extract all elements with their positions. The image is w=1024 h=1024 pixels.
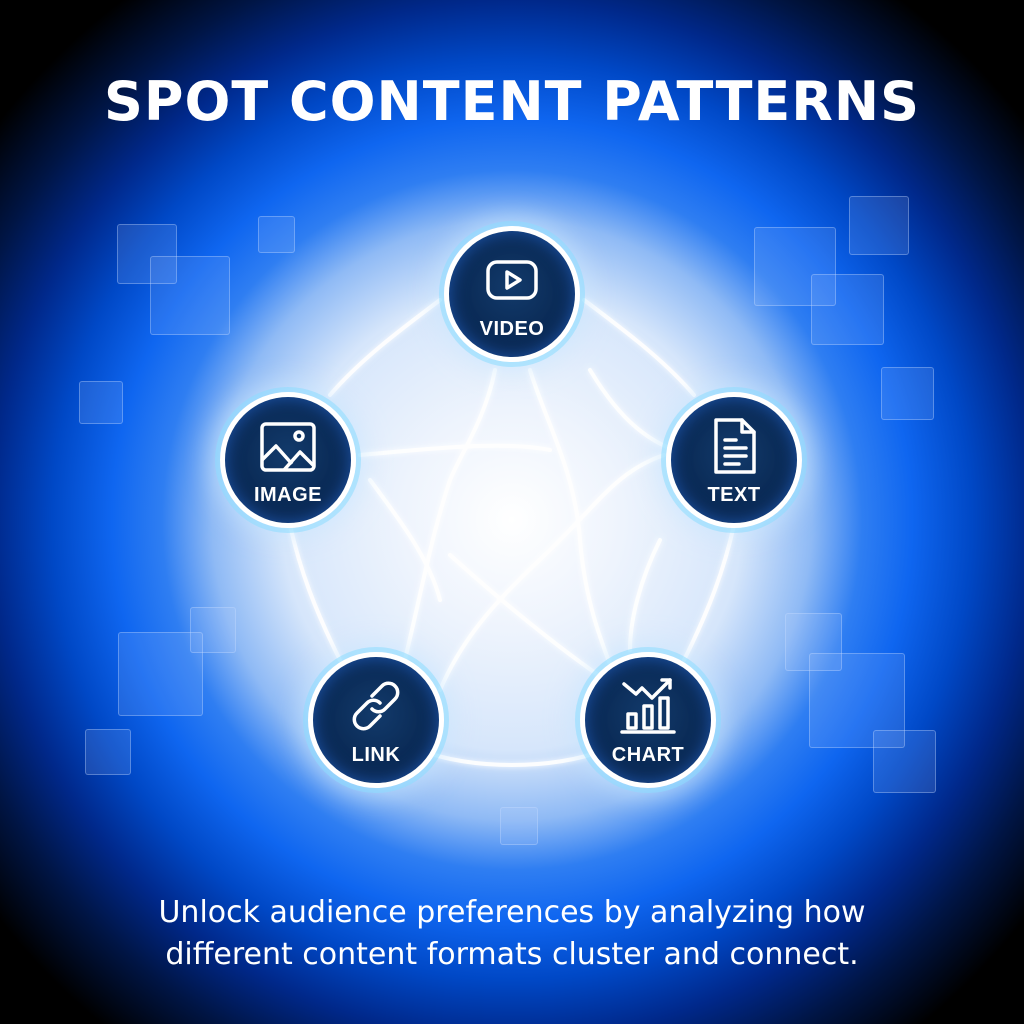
caption-line-1: Unlock audience preferences by analyzing… xyxy=(158,895,866,930)
page-title: SPOT CONTENT PATTERNS xyxy=(104,70,920,133)
node-label-text: TEXT xyxy=(707,483,761,506)
decor-square xyxy=(85,729,131,775)
decor-square xyxy=(881,367,934,420)
image-landscape-icon xyxy=(260,421,316,472)
decor-square xyxy=(500,807,538,845)
decor-square xyxy=(809,653,905,748)
decor-square xyxy=(754,227,836,306)
bar-chart-trend-icon xyxy=(620,677,676,734)
node-text[interactable]: TEXT xyxy=(666,392,802,528)
decor-square xyxy=(150,256,230,335)
decor-square xyxy=(79,381,123,424)
chain-link-icon xyxy=(352,681,400,730)
node-link[interactable]: LINK xyxy=(308,652,444,788)
node-image[interactable]: IMAGE xyxy=(220,392,356,528)
document-text-icon xyxy=(714,417,756,474)
decor-square xyxy=(118,632,203,716)
decor-square xyxy=(873,730,936,793)
decor-square xyxy=(811,274,884,345)
video-play-icon xyxy=(486,259,538,300)
node-chart[interactable]: CHART xyxy=(580,652,716,788)
caption-line-2: different content formats cluster and co… xyxy=(165,937,859,972)
decor-square xyxy=(117,224,177,284)
node-video[interactable]: VIDEO xyxy=(444,226,580,362)
decor-square xyxy=(190,607,236,653)
decor-square xyxy=(849,196,909,255)
node-label-video: VIDEO xyxy=(479,317,545,340)
node-label-link: LINK xyxy=(351,743,401,766)
caption: Unlock audience preferences by analyzing… xyxy=(0,892,1024,976)
decor-square xyxy=(785,613,842,671)
node-label-image: IMAGE xyxy=(253,483,323,506)
node-label-chart: CHART xyxy=(611,743,685,766)
decor-square xyxy=(258,216,295,253)
